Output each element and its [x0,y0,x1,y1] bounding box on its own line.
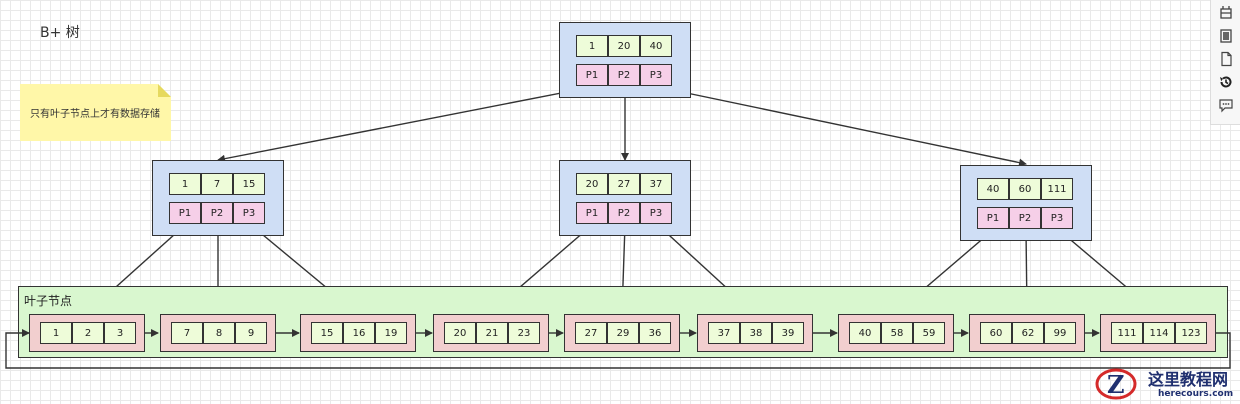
leaf-key: 37 [708,322,740,344]
document-icon[interactable] [1218,51,1234,67]
diagram-title: B+ 树 [40,25,80,41]
leaf-key: 20 [444,322,476,344]
leaf-node[interactable]: 15 16 19 [300,314,416,352]
root-pointer-2: P2 [608,64,640,86]
internal-pointer: P1 [576,202,608,224]
leaf-key: 39 [772,322,804,344]
watermark-logo: Z [1095,368,1137,400]
internal-key: 20 [576,173,608,195]
internal-key: 15 [233,173,265,195]
leaf-key: 2 [72,322,104,344]
leaf-node[interactable]: 27 29 36 [564,314,680,352]
leaf-node[interactable]: 7 8 9 [160,314,276,352]
edge-root-p3 [657,86,1027,167]
internal-node-2[interactable]: 20 27 37 P1 P2 P3 [559,160,691,236]
leaf-region-label: 叶子节点 [24,294,73,308]
root-pointer-3: P3 [640,64,672,86]
right-toolbar [1210,0,1240,125]
leaf-key: 58 [881,322,913,344]
leaf-key: 15 [311,322,343,344]
leaf-key: 19 [375,322,407,344]
internal-key: 40 [977,178,1009,200]
internal-pointer: P3 [1041,207,1073,229]
watermark-url: herecours.com [1158,389,1234,399]
internal-key: 7 [201,173,233,195]
comment-icon[interactable] [1218,97,1234,113]
leaf-key: 40 [849,322,881,344]
internal-pointer: P1 [169,202,201,224]
internal-key: 37 [640,173,672,195]
internal-key: 60 [1009,178,1041,200]
internal-key: 27 [608,173,640,195]
leaf-key: 9 [235,322,267,344]
internal-node-1[interactable]: 1 7 15 P1 P2 P3 [152,160,284,236]
internal-node-3[interactable]: 40 60 111 P1 P2 P3 [960,165,1092,241]
leaf-wraparound-link [5,329,1231,369]
internal-key: 1 [169,173,201,195]
leaf-key: 114 [1143,322,1175,344]
watermark-logo-letter: Z [1107,370,1125,399]
leaf-key: 16 [343,322,375,344]
internal-pointer: P3 [640,202,672,224]
note-text: 只有叶子节点上才有数据存储 [30,109,160,120]
leaf-key: 1 [40,322,72,344]
leaf-key: 62 [1012,322,1044,344]
internal-pointer: P2 [608,202,640,224]
internal-pointer: P1 [977,207,1009,229]
root-key-1: 1 [576,35,608,57]
watermark-cn-text: 这里教程网 [1148,370,1229,389]
leaf-node[interactable]: 111 114 123 [1100,314,1216,352]
format-icon[interactable] [1218,4,1234,20]
leaf-key: 111 [1111,322,1143,344]
leaf-key: 21 [476,322,508,344]
leaf-key: 27 [575,322,607,344]
leaf-key: 38 [740,322,772,344]
root-pointer-1: P1 [576,64,608,86]
leaf-key: 23 [508,322,540,344]
root-node[interactable]: 1 20 40 P1 P2 P3 [559,22,691,98]
leaf-key: 36 [639,322,671,344]
leaf-key: 3 [104,322,136,344]
leaf-key: 60 [980,322,1012,344]
leaf-node[interactable]: 1 2 3 [29,314,145,352]
leaf-node[interactable]: 20 21 23 [433,314,549,352]
root-key-3: 40 [640,35,672,57]
leaf-key: 123 [1175,322,1207,344]
internal-key: 111 [1041,178,1073,200]
sticky-note[interactable]: 只有叶子节点上才有数据存储 [20,84,171,141]
leaf-node[interactable]: 60 62 99 [969,314,1085,352]
internal-pointer: P2 [1009,207,1041,229]
internal-pointer: P2 [201,202,233,224]
leaf-node[interactable]: 40 58 59 [838,314,954,352]
root-key-2: 20 [608,35,640,57]
leaf-key: 99 [1044,322,1076,344]
internal-pointer: P3 [233,202,265,224]
edge-root-p1 [217,86,593,163]
leaf-key: 29 [607,322,639,344]
history-icon[interactable] [1218,74,1234,90]
leaf-key: 8 [203,322,235,344]
leaf-node[interactable]: 37 38 39 [697,314,813,352]
leaf-key: 7 [171,322,203,344]
pages-icon[interactable] [1218,28,1234,44]
leaf-key: 59 [913,322,945,344]
